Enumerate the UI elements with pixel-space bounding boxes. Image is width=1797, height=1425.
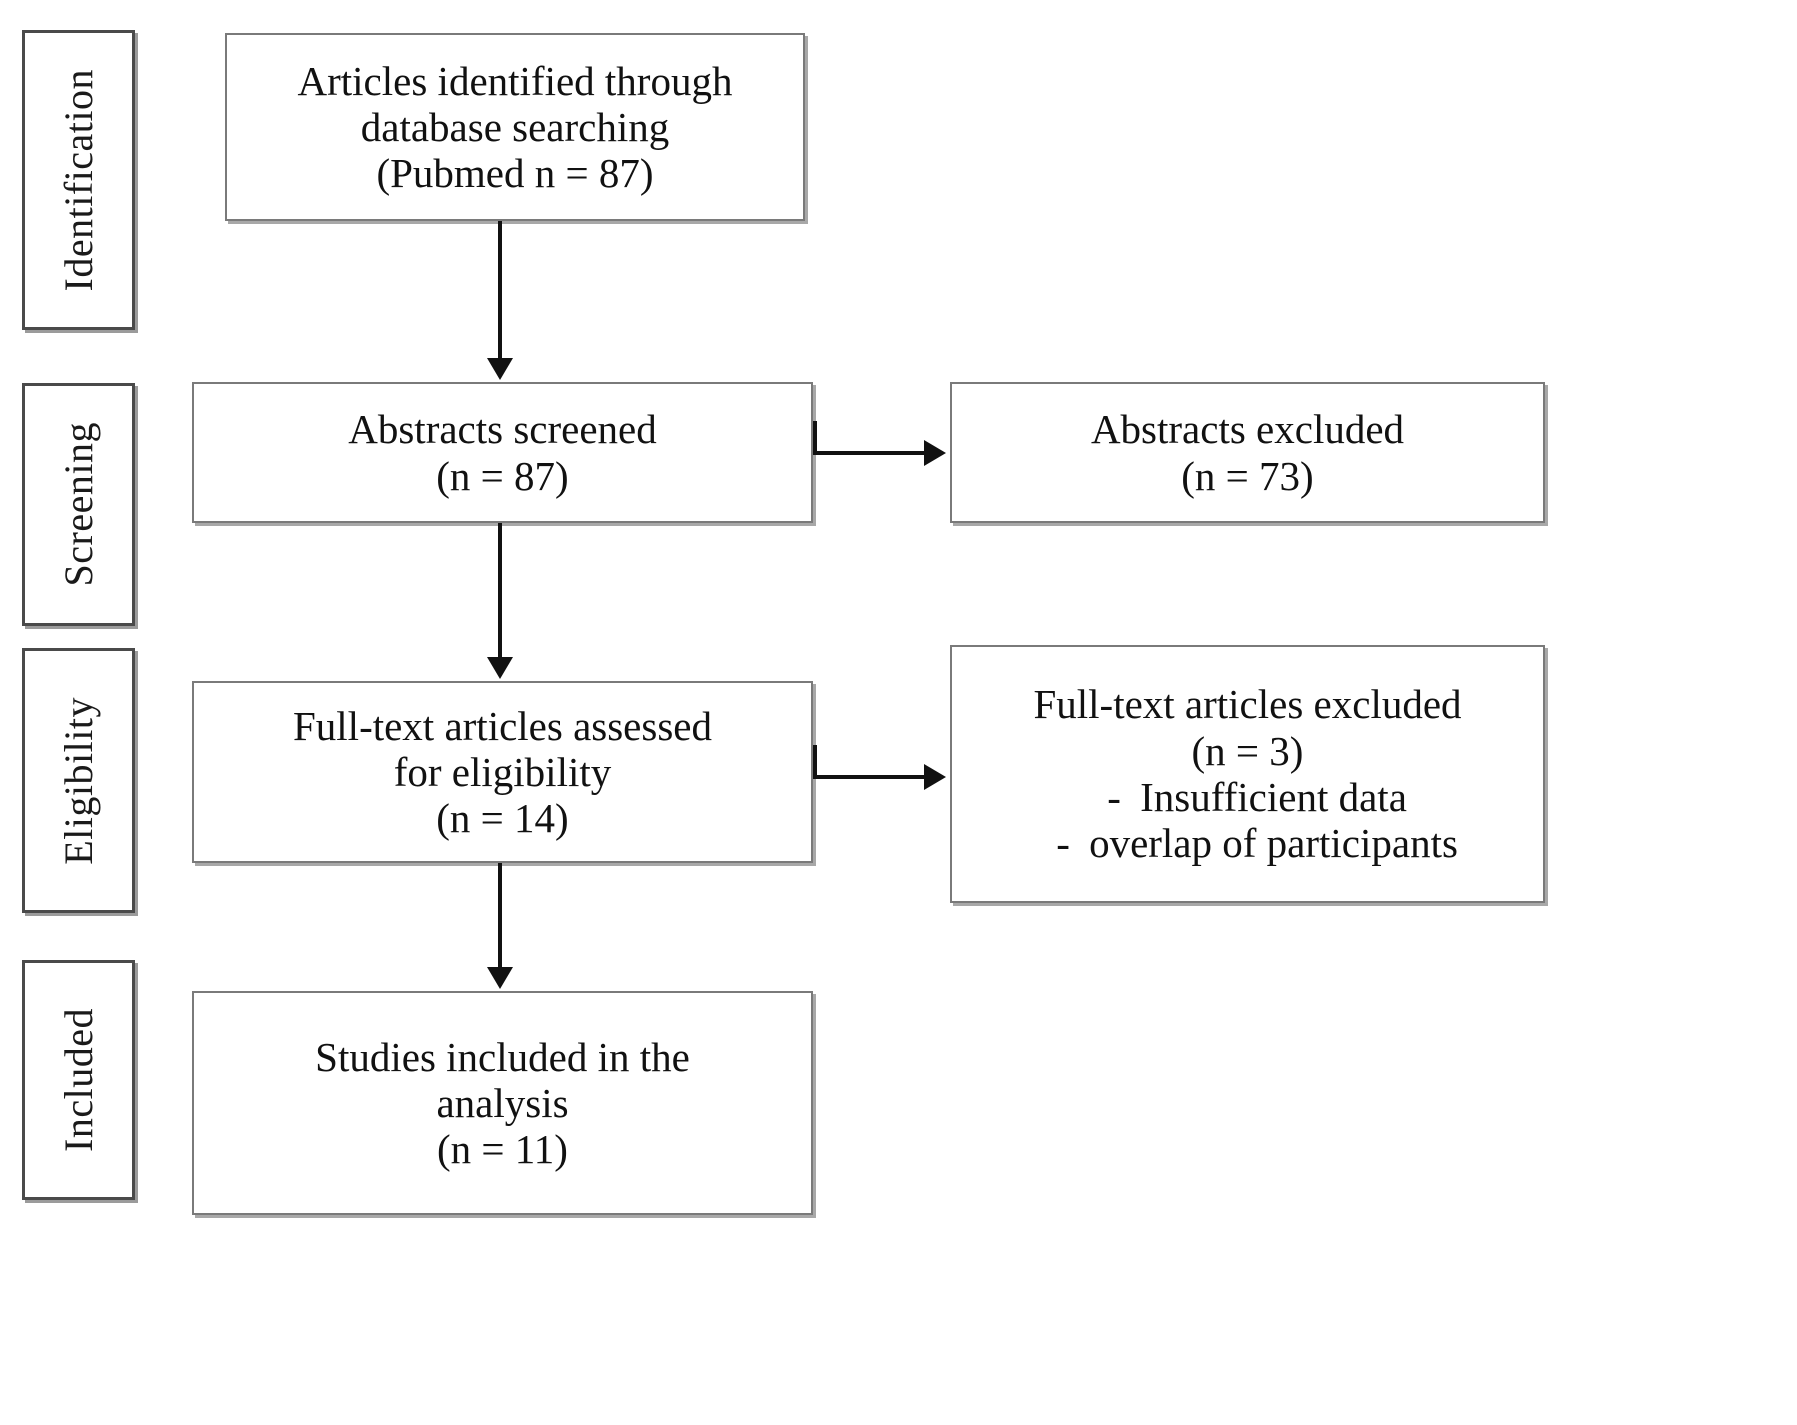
arrowhead-screened-to-excluded-icon	[924, 440, 946, 466]
articles-identified-line-2: database searching	[360, 103, 670, 150]
articles-identified-count: (Pubmed n = 87)	[376, 150, 654, 197]
studies-included-line-2: analysis	[436, 1079, 569, 1126]
stage-box-identification: Identification	[22, 30, 135, 330]
arrowhead-assessed-to-excluded-icon	[924, 764, 946, 790]
stage-label-included: Included	[55, 1008, 101, 1152]
box-abstracts-excluded: Abstracts excluded (n = 73)	[950, 382, 1545, 523]
fulltext-excluded-reason-2: - overlap of participants	[1037, 820, 1458, 866]
box-fulltext-excluded: Full-text articles excluded (n = 3) - In…	[950, 645, 1545, 903]
box-fulltext-assessed: Full-text articles assessed for eligibil…	[192, 681, 813, 863]
studies-included-line-1: Studies included in the	[315, 1033, 690, 1080]
abstracts-excluded-count: (n = 73)	[1181, 452, 1314, 499]
arrowhead-identified-to-screened-icon	[487, 358, 513, 380]
connector-screened-to-assessed	[498, 523, 502, 659]
connector-identified-to-screened	[498, 221, 502, 360]
connector-assessed-to-included	[498, 863, 502, 969]
fulltext-excluded-line-1: Full-text articles excluded	[1033, 681, 1462, 728]
fulltext-excluded-reason-1-text: Insufficient data	[1140, 774, 1407, 820]
stage-box-included: Included	[22, 960, 135, 1200]
abstracts-screened-line-1: Abstracts screened	[348, 406, 657, 453]
stage-label-identification: Identification	[55, 68, 101, 292]
connector-screened-to-excluded	[813, 451, 925, 455]
stage-label-eligibility: Eligibility	[55, 696, 101, 865]
connector-assessed-branch-drop	[813, 745, 817, 777]
box-articles-identified: Articles identified through database sea…	[225, 33, 805, 221]
bullet-dash-icon-2: -	[1056, 820, 1070, 867]
fulltext-assessed-line-1: Full-text articles assessed	[292, 702, 712, 749]
stage-box-screening: Screening	[22, 383, 135, 626]
box-abstracts-screened: Abstracts screened (n = 87)	[192, 382, 813, 523]
studies-included-count: (n = 11)	[437, 1126, 568, 1173]
stage-box-eligibility: Eligibility	[22, 648, 135, 913]
connector-assessed-to-excluded	[813, 775, 925, 779]
articles-identified-line-1: Articles identified through	[297, 57, 733, 104]
fulltext-excluded-reason-2-text: overlap of participants	[1089, 820, 1458, 867]
box-studies-included: Studies included in the analysis (n = 11…	[192, 991, 813, 1215]
stage-label-screening: Screening	[55, 422, 101, 587]
fulltext-excluded-reason-1: - Insufficient data	[1088, 774, 1407, 820]
abstracts-excluded-line-1: Abstracts excluded	[1090, 406, 1405, 453]
connector-screened-branch-drop	[813, 421, 817, 453]
fulltext-excluded-count: (n = 3)	[1191, 727, 1304, 774]
bullet-dash-icon-1: -	[1107, 774, 1121, 820]
fulltext-assessed-line-2: for eligibility	[393, 748, 612, 795]
abstracts-screened-count: (n = 87)	[436, 452, 569, 499]
arrowhead-assessed-to-included-icon	[487, 967, 513, 989]
fulltext-assessed-count: (n = 14)	[436, 795, 569, 842]
arrowhead-screened-to-assessed-icon	[487, 657, 513, 679]
